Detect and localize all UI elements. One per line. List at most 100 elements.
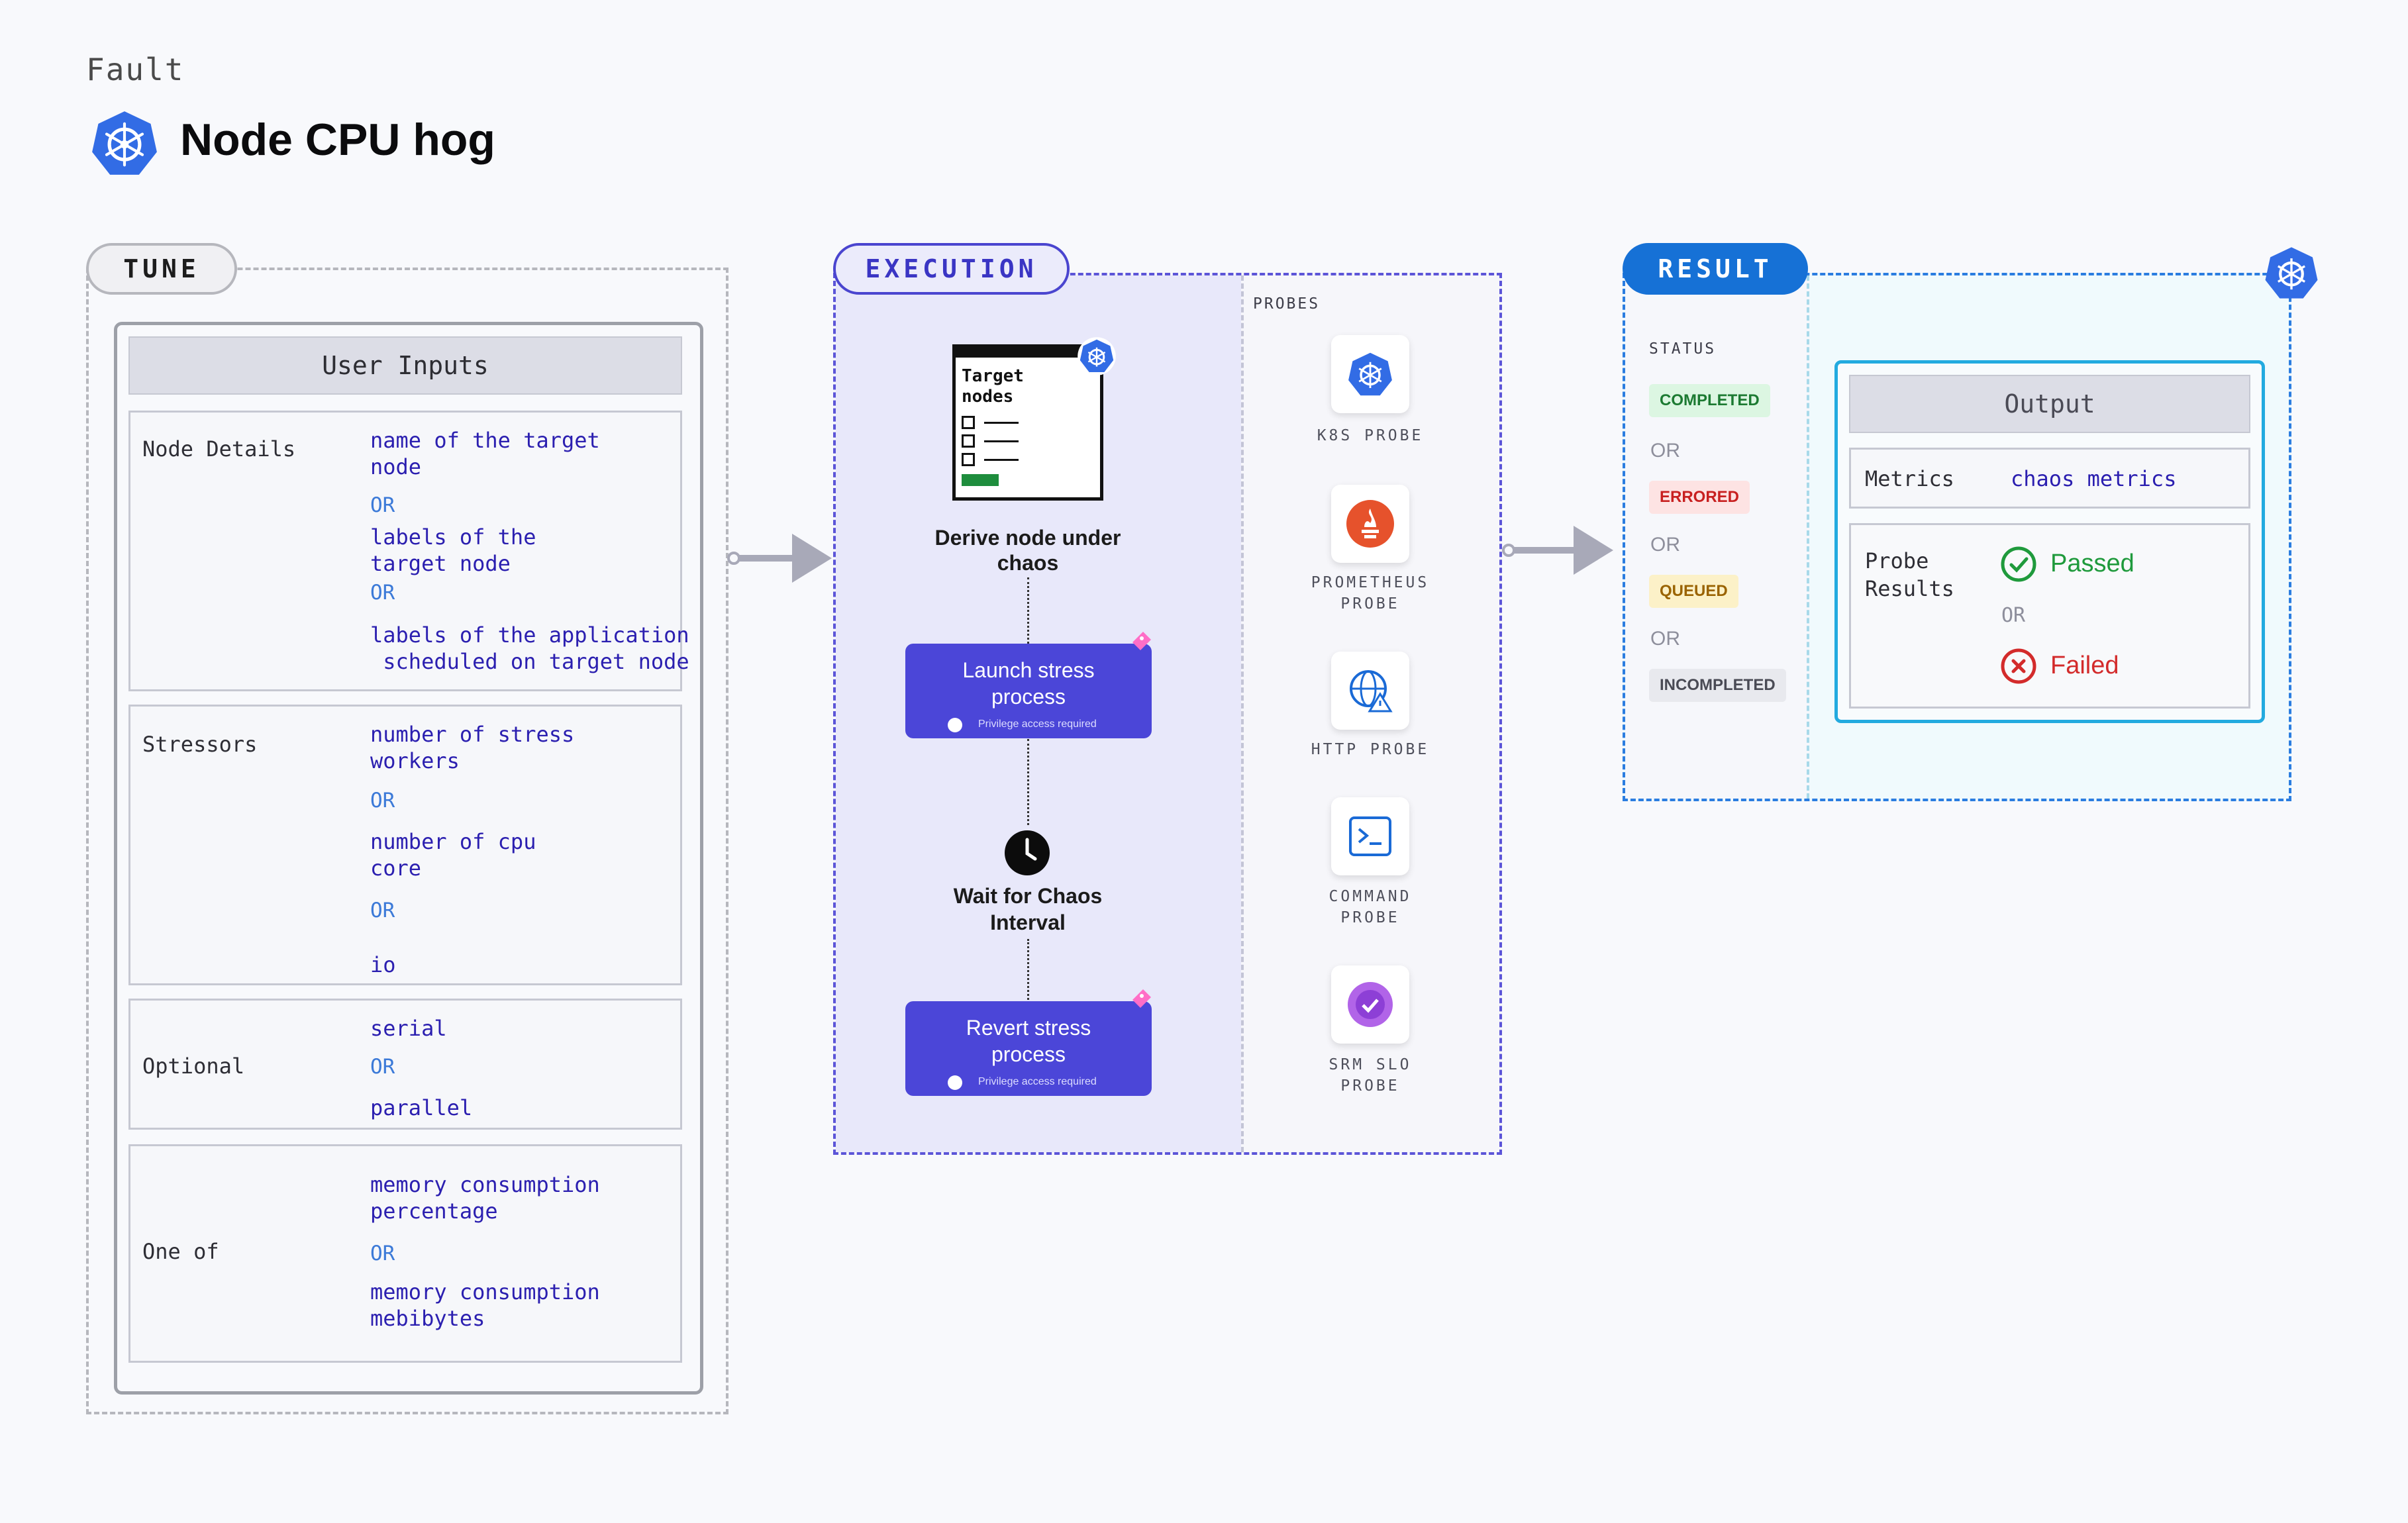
or-label: OR (370, 1242, 395, 1265)
prometheus-probe-label: PROMETHEUS PROBE (1311, 574, 1430, 613)
execution-divider (1241, 275, 1244, 1152)
or-label: OR (370, 493, 395, 517)
fault-kicker: Fault (86, 52, 185, 87)
launch-stress-label: Launch stress process (962, 658, 1095, 709)
srm-slo-probe-card (1331, 965, 1409, 1044)
probe-results-row (1849, 523, 2250, 709)
input-app-labels: labels of the application (370, 622, 689, 648)
input-app-labels-cont: scheduled on target node (370, 649, 689, 674)
arrow-start-dot (727, 552, 740, 565)
flow-connector (1027, 739, 1029, 825)
input-stress-workers-cont: workers (370, 748, 460, 773)
privilege-note: Privilege access required (978, 718, 1097, 730)
privilege-tag-icon (1132, 632, 1151, 650)
kubernetes-icon (1348, 352, 1392, 396)
or-label: OR (2001, 604, 2026, 627)
privilege-tag-icon (1132, 989, 1151, 1008)
check-circle-icon (2000, 546, 2037, 583)
flow-connector (1027, 939, 1029, 1000)
input-target-node-name-cont: node (370, 454, 422, 479)
progress-bar (962, 474, 999, 486)
input-target-node-labels: labels of the (370, 524, 536, 550)
line-decoration (984, 459, 1019, 461)
or-label: OR (1650, 440, 1680, 462)
launch-stress-step: Launch stress process Privilege access r… (905, 644, 1152, 738)
status-column (1625, 275, 1809, 799)
arrow-tune-execution (734, 555, 793, 562)
checkbox-icon (962, 416, 975, 429)
status-errored-badge: ERRORED (1649, 481, 1750, 514)
user-inputs-title: User Inputs (128, 336, 682, 395)
stressors-group: Stressors number of stress workers OR nu… (128, 705, 682, 985)
output-title: Output (1849, 375, 2250, 433)
k8s-probe-label: K8S PROBE (1317, 427, 1424, 444)
line-decoration (984, 440, 1019, 442)
privilege-note: Privilege access required (978, 1076, 1097, 1087)
command-probe-card (1331, 797, 1409, 875)
checkbox-icon (962, 434, 975, 448)
lock-icon (948, 718, 962, 732)
clock-icon (1003, 829, 1051, 877)
command-probe-label: COMMAND PROBE (1329, 888, 1412, 926)
target-card-bar (952, 344, 1103, 358)
input-cpu-cores: number of cpu (370, 829, 536, 854)
group-label: Node Details (142, 436, 296, 462)
input-stress-workers: number of stress (370, 722, 575, 747)
input-memory-mebibytes: memory consumption (370, 1279, 600, 1304)
probes-header: PROBES (1253, 295, 1321, 313)
metrics-value: chaos metrics (2011, 466, 2177, 491)
metrics-row (1849, 448, 2250, 509)
http-probe-card (1331, 652, 1409, 730)
http-probe-label: HTTP PROBE (1311, 741, 1430, 758)
input-serial: serial (370, 1016, 447, 1041)
group-label: One of (142, 1239, 219, 1264)
node-details-group: Node Details name of the target node OR … (128, 411, 689, 691)
input-memory-percentage-cont: percentage (370, 1199, 498, 1224)
target-nodes-title: Target nodes (962, 366, 1024, 407)
page-title: Node CPU hog (180, 115, 495, 165)
derive-node-step: Derive node under chaos (934, 526, 1121, 575)
prometheus-icon (1346, 500, 1394, 548)
prometheus-probe-card (1331, 485, 1409, 563)
srm-slo-probe-label: SRM SLO PROBE (1329, 1056, 1412, 1095)
tune-pill: TUNE (86, 243, 237, 295)
or-label: OR (370, 899, 395, 922)
group-label: Stressors (142, 732, 258, 757)
input-io: io (370, 952, 396, 977)
failed-label: Failed (2050, 652, 2119, 679)
tune-section (86, 268, 728, 1414)
passed-label: Passed (2050, 550, 2134, 577)
revert-stress-step: Revert stress process Privilege access r… (905, 1001, 1152, 1096)
arrow-start-dot (1502, 544, 1515, 557)
input-memory-mebibytes-cont: mebibytes (370, 1306, 485, 1331)
lock-icon (948, 1075, 962, 1090)
result-pill: RESULT (1623, 243, 1808, 295)
or-label: OR (370, 789, 395, 812)
revert-stress-label: Revert stress process (966, 1016, 1091, 1066)
one-of-group: One of memory consumption percentage OR … (128, 1144, 682, 1363)
input-target-node-name: name of the target (370, 428, 600, 453)
kubernetes-icon (1077, 336, 1117, 376)
kubernetes-icon (2264, 245, 2319, 301)
metrics-label: Metrics (1865, 466, 1954, 491)
k8s-probe-card (1331, 335, 1409, 413)
input-memory-percentage: memory consumption (370, 1172, 600, 1197)
checkbox-icon (962, 453, 975, 466)
flow-connector (1027, 577, 1029, 644)
status-incompleted-badge: INCOMPLETED (1649, 669, 1786, 702)
arrow-head (792, 534, 832, 583)
status-queued-badge: QUEUED (1649, 575, 1738, 608)
or-label: OR (370, 581, 395, 605)
or-label: OR (1650, 534, 1680, 556)
input-target-node-labels-cont: target node (370, 551, 511, 576)
kubernetes-icon (90, 109, 159, 177)
line-decoration (984, 422, 1019, 424)
or-label: OR (370, 1055, 395, 1079)
input-parallel: parallel (370, 1095, 473, 1120)
or-label: OR (1650, 628, 1680, 650)
srm-slo-icon (1348, 982, 1393, 1027)
terminal-icon (1349, 816, 1391, 856)
x-circle-icon (2000, 648, 2037, 685)
optional-group: Optional serial OR parallel (128, 999, 682, 1130)
group-label: Optional (142, 1054, 245, 1079)
